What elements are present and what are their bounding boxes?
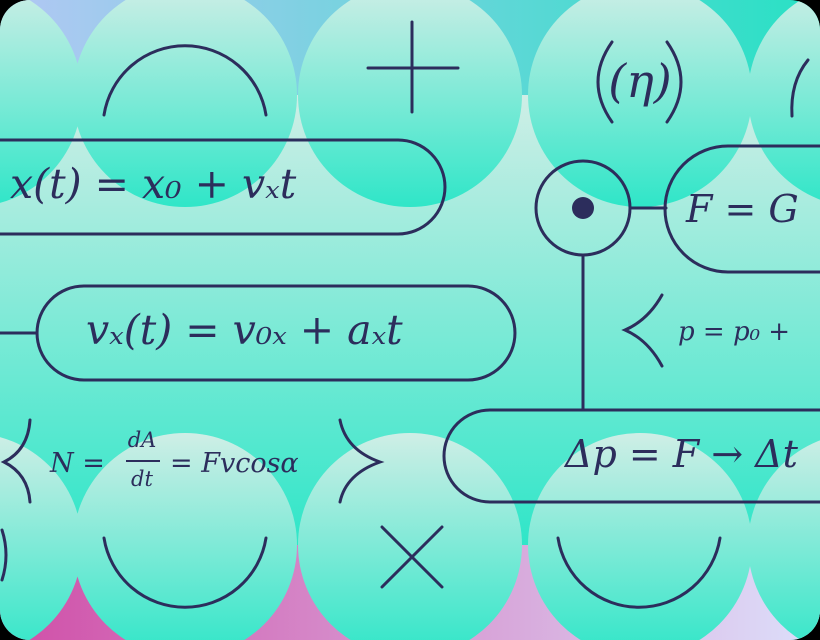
impulse-formula: Δp = F → Δt xyxy=(563,432,799,476)
eta-right-paren xyxy=(665,40,683,124)
power-left-brace xyxy=(0,418,32,504)
velocity-formula: vₓ(t) = v₀ₓ + aₓt xyxy=(86,306,403,354)
velocity-pill-outline xyxy=(35,284,517,382)
arc-down-left-icon xyxy=(102,536,268,609)
position-formula: x(t) = x₀ + vₓt xyxy=(10,160,297,208)
cross-icon-b xyxy=(380,525,444,589)
momentum-formula: p = p₀ + xyxy=(678,317,790,347)
power-formula-lhs: N = xyxy=(49,448,105,479)
dot-circle-icon xyxy=(572,197,594,219)
eta-left-paren xyxy=(596,40,614,124)
arc-down-right-icon xyxy=(556,536,722,609)
power-fraction-numerator: dA xyxy=(128,428,157,452)
power-right-brace xyxy=(338,418,385,504)
power-formula-rhs: = Fvcosα xyxy=(170,448,299,479)
eta-symbol: (η) xyxy=(608,54,671,108)
impulse-pill-outline xyxy=(442,408,820,504)
partial-paren-icon xyxy=(790,58,810,118)
momentum-left-brace xyxy=(621,293,664,368)
arc-up-icon xyxy=(102,44,268,117)
power-fraction-denominator: dt xyxy=(131,467,153,491)
partial-left-paren-icon xyxy=(0,528,8,582)
position-pill-outline xyxy=(0,138,447,236)
gravity-formula: F = G xyxy=(685,187,799,231)
